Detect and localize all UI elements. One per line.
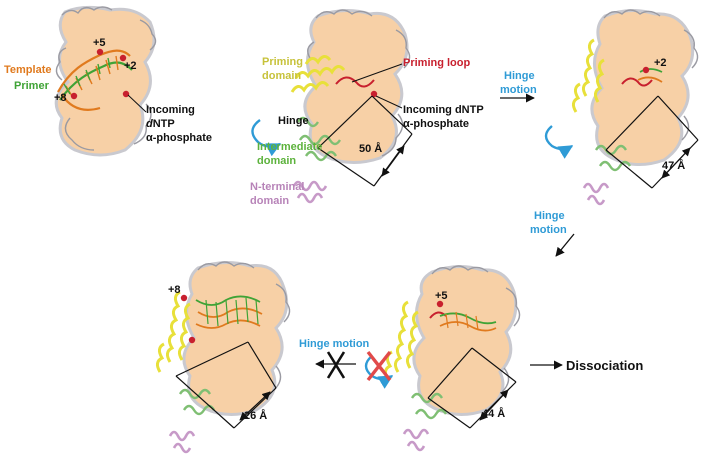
alpha-phosphate-label: α-phosphate bbox=[403, 118, 470, 130]
position-plus2-label: +2 bbox=[654, 57, 667, 69]
distance-26-label: 26 Å bbox=[244, 410, 268, 422]
blocked-hinge-symbol bbox=[364, 350, 394, 389]
nt-marker-plus8 bbox=[70, 92, 78, 100]
template-label: Template bbox=[4, 64, 52, 76]
incoming-label-line2: dNTP bbox=[146, 118, 175, 131]
hinge-motion-arrow-2 bbox=[555, 233, 575, 257]
dna-helix bbox=[439, 311, 497, 332]
panel-2-structure bbox=[251, 9, 413, 204]
dna-fragment bbox=[637, 68, 663, 83]
nterminal-domain-label-line2: domain bbox=[250, 195, 290, 207]
nterminal-domain-helices bbox=[402, 428, 430, 452]
nterminal-domain-label-line1: N-terminal bbox=[250, 181, 305, 193]
distance-indicator-44 bbox=[427, 347, 517, 429]
primer-label: Primer bbox=[14, 80, 49, 92]
hinge-motion-2-label-line2: motion bbox=[530, 224, 567, 236]
priming-domain-helices bbox=[155, 290, 191, 373]
panel-3-structure bbox=[544, 9, 699, 206]
dntp-rest: NTP bbox=[152, 118, 175, 130]
nt-marker-plus5 bbox=[436, 300, 444, 308]
priming-domain-helices bbox=[571, 38, 605, 113]
dna-helix bbox=[195, 295, 263, 329]
position-plus8-label: +8 bbox=[54, 92, 67, 104]
priming-domain-helices bbox=[383, 300, 419, 381]
incoming-pointer-line bbox=[127, 94, 147, 113]
hinge-rotation-arrow bbox=[544, 125, 574, 159]
position-plus8-label: +8 bbox=[168, 284, 181, 296]
polymerase-surface bbox=[590, 9, 695, 166]
intermediate-domain-label-line2: domain bbox=[257, 155, 297, 167]
priming-domain-label-line1: Priming bbox=[262, 56, 303, 68]
distance-indicator-47 bbox=[605, 95, 699, 189]
polymerase-surface bbox=[54, 5, 156, 157]
hinge-rotation-arrow bbox=[251, 119, 282, 157]
distance-50-label: 50 Å bbox=[359, 143, 383, 155]
nterminal-domain-helices bbox=[168, 430, 196, 454]
nterminal-domain-helices bbox=[582, 182, 610, 206]
distance-indicator-50 bbox=[317, 95, 413, 187]
alpha-phosphate-marker bbox=[122, 90, 130, 98]
gray-protein-fringe bbox=[603, 9, 699, 141]
incoming-label-line1: Incoming bbox=[146, 104, 195, 116]
panel-1-structure bbox=[54, 5, 157, 157]
hinge-label: Hinge bbox=[278, 115, 309, 127]
priming-loop-pointer bbox=[351, 63, 403, 83]
hinge-motion-arrow-3-blocked bbox=[315, 351, 356, 379]
nt-marker-plus2 bbox=[642, 66, 650, 74]
priming-domain-helices bbox=[290, 55, 346, 93]
hinge-motion-1-label-line1: Hinge bbox=[504, 70, 535, 82]
nt-marker-plus8 bbox=[180, 294, 188, 302]
priming-loop bbox=[335, 76, 375, 88]
dissociation-label: Dissociation bbox=[566, 358, 644, 373]
position-plus5-label: +5 bbox=[435, 290, 448, 302]
hinge-motion-2-label-line1: Hinge bbox=[534, 210, 565, 222]
panel-4-structure bbox=[364, 265, 521, 452]
priming-domain-label-line2: domain bbox=[262, 70, 302, 82]
priming-loop bbox=[621, 77, 653, 87]
nterminal-domain-helices bbox=[292, 180, 328, 204]
polymerase-surface bbox=[412, 265, 518, 416]
alpha-phosphate-label: α-phosphate bbox=[146, 132, 213, 144]
hinge-motion-1-label-line2: motion bbox=[500, 84, 537, 96]
intermediate-domain-helices bbox=[296, 116, 342, 162]
incoming-dntp-label: Incoming dNTP bbox=[403, 104, 484, 116]
incoming-pointer-line bbox=[375, 95, 403, 109]
distance-47-label: 47 Å bbox=[662, 160, 686, 172]
nt-marker-plus2 bbox=[119, 54, 127, 62]
nt-marker-plus5 bbox=[96, 48, 104, 56]
gray-protein-fringe bbox=[55, 6, 157, 151]
intermediate-domain-helices bbox=[410, 392, 448, 420]
distance-44-label: 44 Å bbox=[482, 408, 506, 420]
distance-indicator-26 bbox=[175, 341, 277, 429]
position-plus5-label: +5 bbox=[93, 37, 106, 49]
panel-5-structure bbox=[155, 261, 291, 454]
alpha-phosphate-marker bbox=[188, 336, 196, 344]
intermediate-domain-label-line1: Intermediate bbox=[257, 141, 323, 153]
position-plus2-label: +2 bbox=[124, 60, 137, 72]
priming-loop-label: Priming loop bbox=[403, 57, 471, 69]
dntp-italic-d: d bbox=[146, 118, 153, 130]
hinge-motion-3-label: Hinge motion bbox=[299, 338, 370, 350]
